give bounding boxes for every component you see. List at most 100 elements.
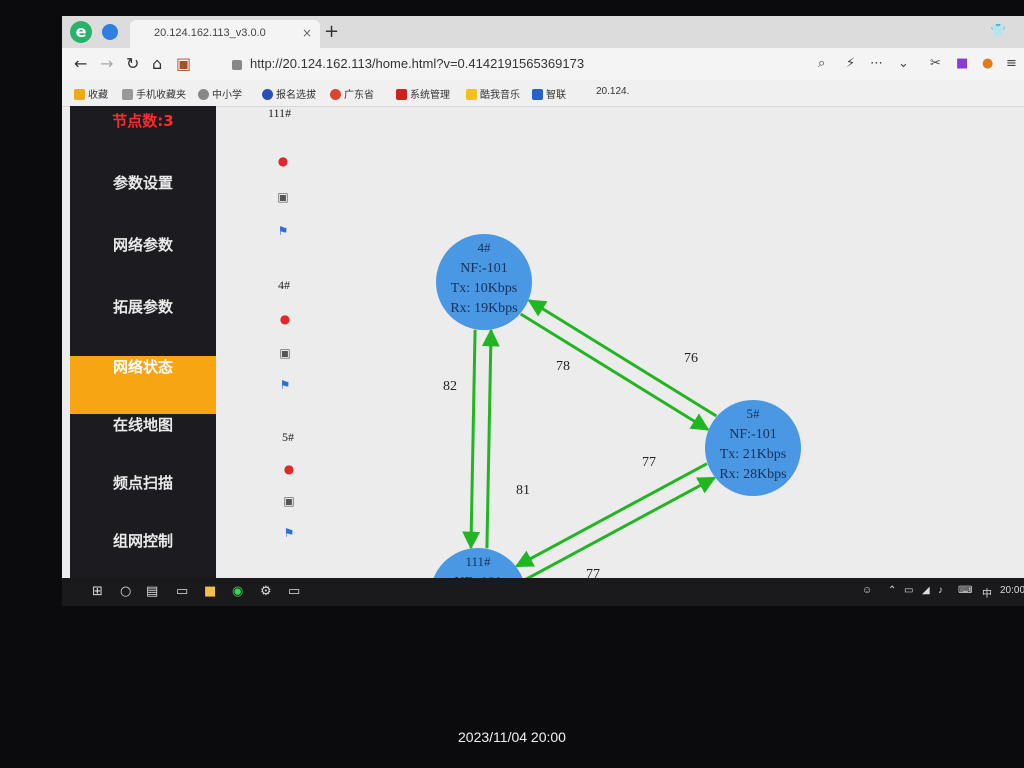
game-icon[interactable]: ● [982, 56, 994, 71]
link-value-label: 81 [516, 483, 530, 498]
windows-start-icon[interactable]: ⊞ [92, 584, 103, 599]
node-text-line: NF:-101 [460, 261, 507, 276]
node-text-line: Tx: 21Kbps [720, 447, 787, 462]
clock[interactable]: 20:00 [1000, 585, 1024, 596]
browser-logo-icon: e [70, 21, 92, 43]
phone-icon [122, 89, 133, 100]
back-icon[interactable]: ← [74, 54, 88, 73]
music-icon [466, 89, 477, 100]
lightning-icon[interactable]: ⚡ [846, 56, 856, 71]
link-arrow [514, 462, 708, 568]
chevron-up-icon[interactable]: ⌃ [888, 585, 897, 596]
bookmark-item[interactable]: 20.124. [596, 86, 630, 97]
topology-node[interactable]: 111# NF:-101 [430, 548, 526, 578]
bookmark-item[interactable]: 酷我音乐 [466, 86, 520, 101]
link-value-label: 78 [556, 359, 570, 374]
node-list-label: 5# [282, 430, 294, 444]
settings-icon[interactable]: ⚙ [260, 584, 272, 599]
bookmark-item[interactable]: 手机收藏夹 [122, 86, 186, 101]
folder-icon[interactable]: ■ [204, 584, 217, 599]
node-text-line: Tx: 10Kbps [451, 281, 518, 296]
input-language[interactable]: 中 [982, 589, 992, 600]
zoom-icon[interactable]: ⌕ [818, 56, 826, 71]
sidebar-node-count: 节点数:3 [112, 112, 174, 130]
chevron-down-icon[interactable]: ⌄ [898, 56, 909, 71]
sidebar-item-network-status[interactable]: 网络状态 [70, 356, 216, 414]
task-view-icon[interactable]: ▤ [146, 584, 159, 599]
flag-icon[interactable]: ⚑ [279, 378, 291, 392]
node-circle[interactable] [705, 400, 801, 496]
bookmark-item[interactable]: 系统管理 [396, 86, 450, 101]
map-pin-icon[interactable]: ● [279, 312, 291, 326]
taskbar: ⊞ ○ ▤ ▭ ■ ◉ ⚙ ▭ ☺ ⌃ ▭ ◢ ♪ ⌨ 中 20:00 [62, 578, 1024, 606]
node-text-line: 111# [465, 554, 491, 569]
more-icon[interactable]: ⋯ [870, 56, 883, 71]
sidebar-item-network-params[interactable]: 网络参数 [112, 236, 173, 254]
link-arrow [481, 328, 500, 549]
node-circle[interactable] [436, 234, 532, 330]
node-text-line: NF:-101 [454, 575, 501, 578]
menu-icon[interactable]: ≡ [1006, 56, 1017, 71]
photo-timestamp: 2023/11/04 20:00 [458, 729, 566, 745]
keyboard-icon[interactable]: ⌨ [958, 585, 973, 596]
address-bar[interactable]: http://20.124.162.113/home.html?v=0.4142… [212, 52, 802, 76]
tab-close-icon[interactable]: × [302, 26, 313, 40]
volume-icon[interactable]: ♪ [938, 585, 943, 596]
camera-icon[interactable]: ▣ [283, 494, 295, 508]
skin-icon[interactable]: 👕 [990, 24, 1007, 39]
sidebar-item-extended-params[interactable]: 拓展参数 [112, 298, 173, 316]
sidebar: 节点数:3 参数设置 网络参数 拓展参数 网络状态 在线地图 频点扫描 组网控制 [70, 106, 216, 578]
bookmark-item[interactable]: 中小学 [198, 86, 242, 101]
extension-icon[interactable]: ■ [956, 56, 969, 71]
link-arrow [519, 312, 710, 431]
sidebar-item-param-settings[interactable]: 参数设置 [112, 174, 173, 192]
pinned-tab-icon[interactable] [102, 24, 118, 40]
cortana-icon[interactable]: ○ [120, 584, 132, 599]
lock-icon [232, 59, 242, 70]
bookmark-item[interactable]: 智联 [532, 86, 566, 101]
briefcase-icon[interactable]: ▣ [176, 54, 192, 73]
forward-icon[interactable]: → [100, 54, 114, 73]
zhilian-icon [532, 89, 543, 100]
browser-tab[interactable]: 20.124.162.113_v3.0.0 × [130, 20, 320, 48]
hm-icon [396, 89, 407, 100]
window-icon[interactable]: ▭ [288, 584, 301, 599]
node-list-label: 111# [268, 106, 292, 120]
flag-icon[interactable]: ⚑ [283, 526, 295, 540]
flag-icon[interactable]: ⚑ [277, 224, 289, 238]
link-arrow [525, 476, 717, 578]
link-value-label: 76 [684, 351, 698, 366]
sidebar-item-online-map[interactable]: 在线地图 [112, 416, 173, 434]
camera-icon[interactable]: ▣ [277, 190, 289, 204]
browser-tab-bar: e 20.124.162.113_v3.0.0 × + 👕 [62, 16, 1024, 48]
node-text-line: 4# [478, 240, 492, 255]
browser-nav-bar: ← → ↻ ⌂ ▣ http://20.124.162.113/home.htm… [62, 48, 1024, 80]
node-text-line: 5# [747, 406, 761, 421]
camera-icon[interactable]: ▣ [279, 346, 291, 360]
tab-title: 20.124.162.113_v3.0.0 [154, 27, 266, 39]
bookmark-item[interactable]: 收藏 [74, 86, 108, 101]
map-pin-icon[interactable]: ● [277, 154, 289, 168]
browser-taskbar-icon[interactable]: ◉ [232, 584, 244, 599]
scissors-icon[interactable]: ✂ [930, 56, 941, 71]
node-text-line: NF:-101 [729, 427, 776, 442]
new-tab-button[interactable]: + [324, 21, 340, 42]
map-pin-icon[interactable]: ● [283, 462, 295, 476]
network-icon[interactable]: ◢ [922, 585, 930, 596]
bookmarks-bar: 收藏 手机收藏夹 中小学 报名选拔 广东省 系统管理 酷我音乐 智联 20.12… [62, 80, 1024, 107]
globe-icon [198, 89, 209, 100]
sidebar-item-freq-scan[interactable]: 频点扫描 [112, 474, 173, 492]
node-circle[interactable] [430, 548, 526, 578]
app-icon[interactable]: ▭ [176, 584, 189, 599]
sidebar-item-network-control[interactable]: 组网控制 [112, 532, 173, 550]
people-icon[interactable]: ☺ [862, 585, 873, 596]
link-value-label: 77 [642, 455, 656, 470]
reload-icon[interactable]: ↻ [126, 54, 140, 73]
bookmark-item[interactable]: 广东省 [330, 86, 374, 101]
home-icon[interactable]: ⌂ [152, 54, 163, 73]
bookmark-item[interactable]: 报名选拔 [262, 86, 316, 101]
